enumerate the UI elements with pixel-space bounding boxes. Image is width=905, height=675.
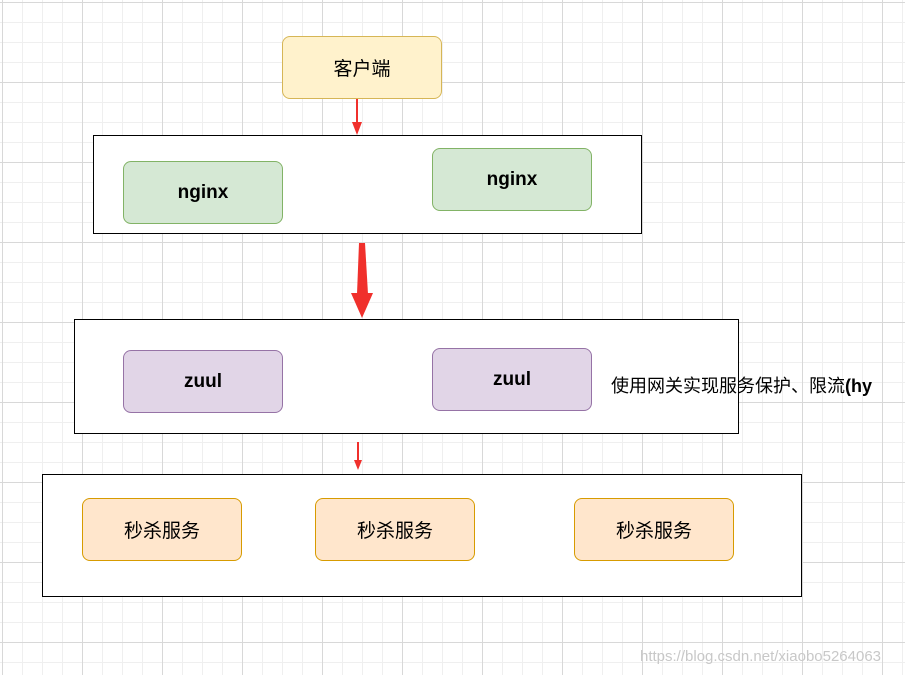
zuul-node-right: zuul [432, 348, 592, 411]
arrow-nginx-to-zuul [351, 243, 373, 318]
gateway-note: 使用网关实现服务保护、限流(hy [611, 372, 872, 398]
client-node: 客户端 [282, 36, 442, 99]
nginx-node-left: nginx [123, 161, 283, 224]
service-node-2: 秒杀服务 [315, 498, 475, 561]
gateway-note-main: 使用网关实现服务保护、限流 [611, 376, 845, 397]
service-node-3: 秒杀服务 [574, 498, 734, 561]
gateway-note-suffix: (hy [845, 376, 872, 396]
zuul-node-left: zuul [123, 350, 283, 413]
arrow-client-to-nginx [352, 99, 362, 135]
watermark: https://blog.csdn.net/xiaobo5264063 [640, 648, 882, 665]
arrow-zuul-to-service [354, 442, 362, 470]
service-node-1: 秒杀服务 [82, 498, 242, 561]
nginx-node-right: nginx [432, 148, 592, 211]
